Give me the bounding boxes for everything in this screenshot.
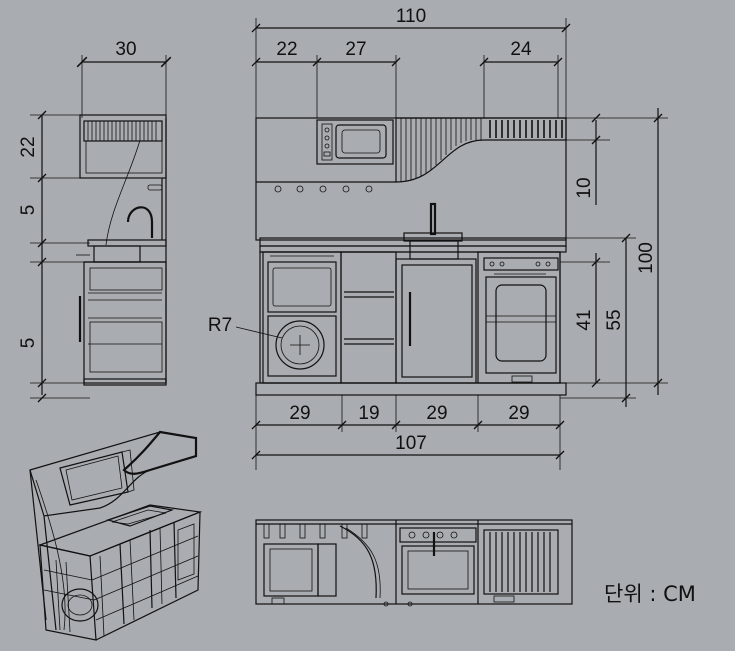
dim-side-gap-lower: 5 <box>18 338 39 349</box>
dim-top-left: 22 <box>276 39 297 60</box>
dim-side-width: 30 <box>115 39 136 60</box>
front-view: 110 22 27 24 10 100 <box>208 6 668 470</box>
dim-bottom-overall: 107 <box>395 433 427 454</box>
dim-side-gap-upper: 5 <box>18 205 39 216</box>
dim-overall-width: 110 <box>396 6 426 27</box>
unit-label: 단위 : CM <box>604 582 696 606</box>
perspective-view <box>29 430 203 641</box>
dim-bottom-a: 29 <box>289 403 310 424</box>
dim-bottom-d: 29 <box>508 403 529 424</box>
plan-view <box>255 519 573 607</box>
dim-bottom-b: 19 <box>358 403 379 424</box>
side-view: 30 22 5 5 <box>18 39 172 403</box>
dim-right-oven: 41 <box>574 309 595 330</box>
dim-top-right: 24 <box>510 39 532 60</box>
dim-right-overall: 100 <box>636 242 657 274</box>
dim-side-top-height: 22 <box>18 136 39 157</box>
radius-label: R7 <box>208 315 232 336</box>
dim-right-lower: 55 <box>604 309 625 330</box>
dim-bottom-c: 29 <box>426 403 447 424</box>
dim-top-mid: 27 <box>345 39 366 60</box>
dim-right-top: 10 <box>574 177 595 198</box>
